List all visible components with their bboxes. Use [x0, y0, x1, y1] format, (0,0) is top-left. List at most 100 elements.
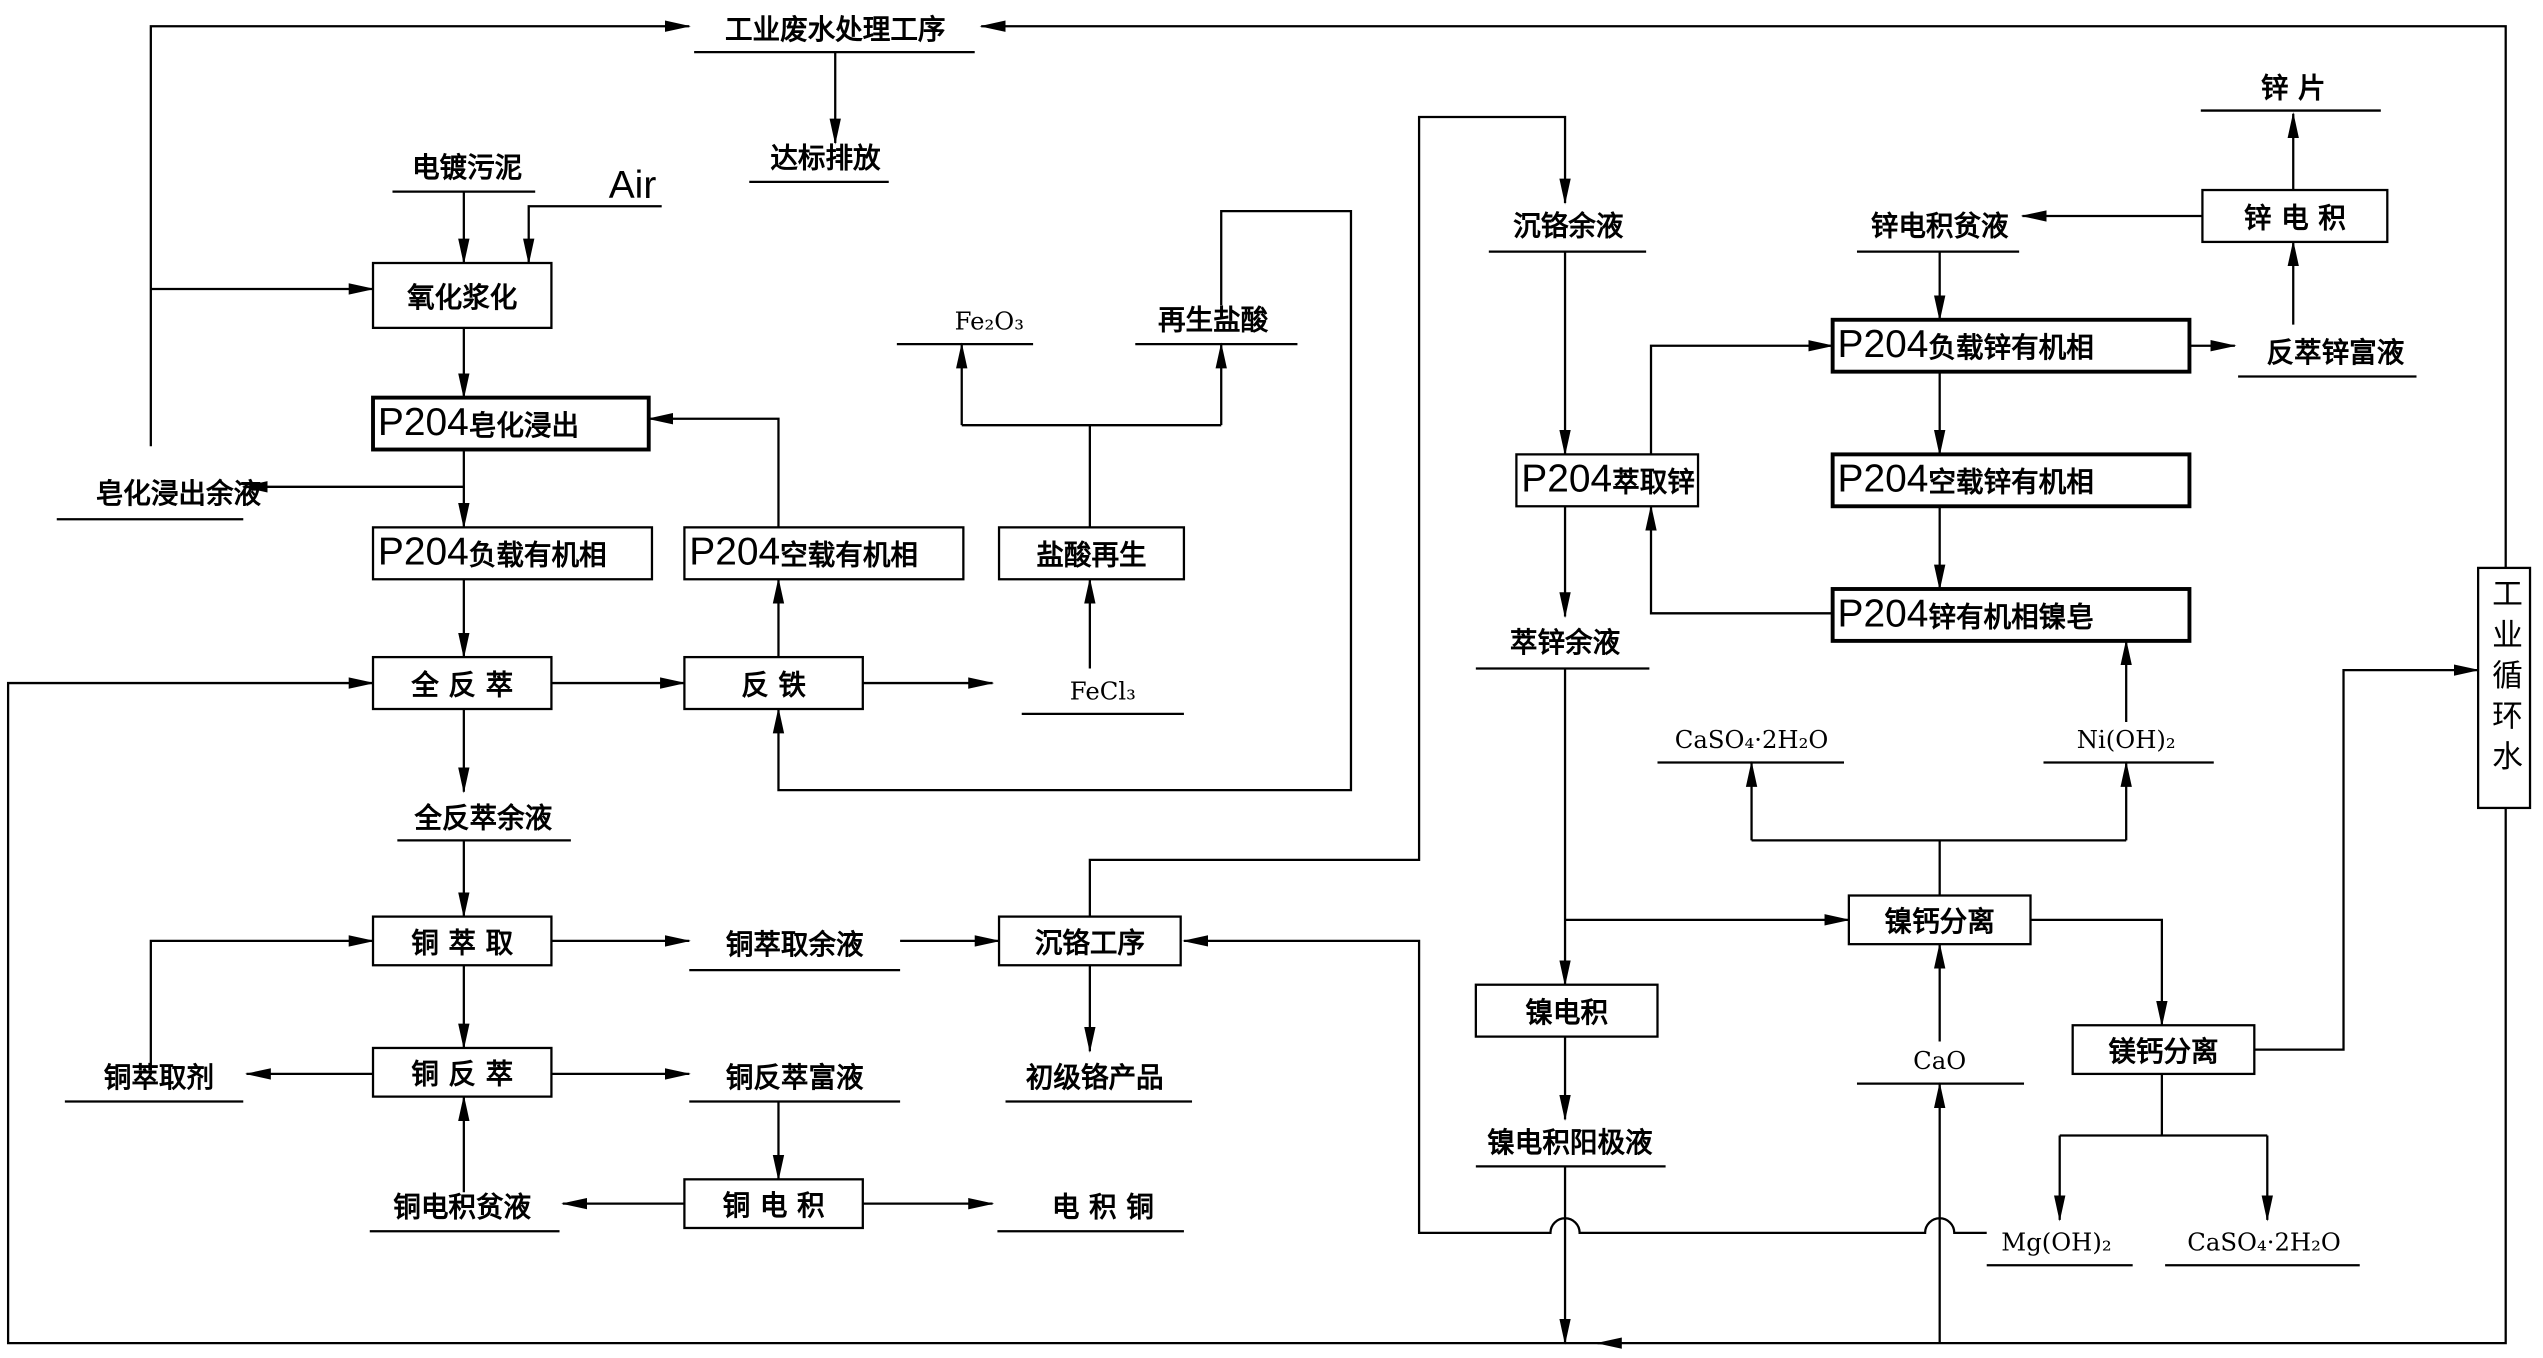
stream-label: 铜反萃富液 — [726, 1061, 864, 1094]
box-label: 镍钙分离 — [1885, 905, 1995, 938]
process-box-cu-ew[interactable]: 铜 电 积 — [683, 1178, 864, 1230]
box-text: 皂化浸出 — [469, 409, 579, 442]
box-label: 铜 电 积 — [723, 1189, 825, 1222]
process-box-cr-precip[interactable]: 沉铬工序 — [997, 915, 1182, 967]
stream-label: 反萃锌富液 — [2266, 336, 2404, 369]
box-label: 镁钙分离 — [2108, 1035, 2218, 1068]
stream-air: Air — [609, 164, 657, 207]
process-box-loaded-organic[interactable]: P204负载有机相 — [371, 526, 654, 581]
box-text: 镍电积 — [1525, 996, 1608, 1029]
stream-sludge: 电镀污泥 — [392, 151, 536, 193]
box-frame — [1830, 317, 2192, 374]
stream-cao: CaO — [1856, 1046, 2025, 1085]
stream-label: CaSO₄·2H₂O — [2187, 1228, 2341, 1257]
stream-label: Fe₂O₃ — [955, 306, 1024, 335]
process-box-ni-ew[interactable]: 镍电积 — [1474, 983, 1659, 1038]
flow-nicasep-to-mgcasep-arrow — [2030, 918, 2168, 1027]
box-text: 反 铁 — [741, 668, 806, 701]
process-box-mg-ca-sep[interactable]: 镁钙分离 — [2071, 1024, 2256, 1076]
box-label: 盐酸再生 — [1036, 539, 1146, 572]
process-box-empty-zn-organic[interactable]: P204空载锌有机相 — [1830, 452, 2192, 509]
box-text: 铜 萃 取 — [411, 926, 513, 959]
stream-label: 镍电积阳极液 — [1487, 1126, 1653, 1159]
box-frame — [683, 655, 864, 711]
flow-recycle-to-fullstrip-arrow — [6, 677, 2507, 1345]
stream-cu-extractant: 铜萃取剂 — [64, 1061, 244, 1103]
flow-residue-to-wastewater-arrow — [149, 20, 691, 447]
stream-label: 皂化浸出余液 — [96, 477, 262, 510]
stream-zn-rich: 反萃锌富液 — [2238, 336, 2417, 378]
box-text: 沉铬工序 — [1035, 926, 1145, 959]
stream-fecl3: FeCl₃ — [1021, 676, 1184, 716]
stream-label: CaO — [1913, 1046, 1966, 1075]
process-box-cu-extract[interactable]: 铜 萃 取 — [371, 915, 553, 967]
box-frame — [371, 261, 553, 330]
box-frame — [371, 526, 654, 581]
stream-label: 达标排放 — [770, 141, 881, 174]
box-frame — [997, 526, 1186, 581]
flow-mgcasep-split-arrow — [2059, 1073, 2268, 1137]
box-frame — [1515, 453, 1700, 508]
stream-mgoh2: Mg(OH)₂ — [1986, 1228, 2133, 1267]
stream-label: FeCl₃ — [1070, 676, 1136, 705]
process-box-empty-organic[interactable]: P204空载有机相 — [683, 526, 965, 581]
box-label: P204锌有机相镍皂 — [1838, 592, 2094, 635]
process-box-hcl-regen[interactable]: 盐酸再生 — [997, 526, 1186, 581]
stream-label: 沉铬余液 — [1513, 209, 1624, 242]
process-box-oxidation-slurry[interactable]: 氧化浆化 — [371, 261, 553, 330]
flow-water-to-wastewater-arrow — [979, 20, 2507, 568]
stream-discharge: 达标排放 — [749, 141, 889, 184]
stream-cr-raffinate: 沉铬余液 — [1488, 209, 1647, 253]
box-text: 氧化浆化 — [406, 281, 517, 314]
box-frame — [683, 526, 965, 581]
process-box-full-strip[interactable]: 全 反 萃 — [371, 655, 553, 711]
stream-label: 电 积 铜 — [1052, 1191, 1154, 1224]
process-box-ni-ca-sep[interactable]: 镍钙分离 — [1847, 894, 2032, 946]
stream-cu-rich: 铜反萃富液 — [689, 1061, 901, 1103]
stream-cu-raffinate: 铜萃取余液 — [689, 928, 901, 972]
box-label: P204负载有机相 — [378, 531, 607, 574]
box-frame — [2071, 1024, 2256, 1076]
box-label: P204皂化浸出 — [378, 401, 579, 444]
process-box-saponification-leach[interactable]: P204皂化浸出 — [371, 395, 651, 452]
box-label: 全 反 萃 — [410, 668, 513, 701]
process-box-zn-organic-ni-soap[interactable]: P204锌有机相镍皂 — [1830, 587, 2192, 643]
process-box-loaded-zn-organic[interactable]: P204负载锌有机相 — [1830, 317, 2192, 374]
box-text: 负载锌有机相 — [1928, 331, 2093, 364]
box-label: 沉铬工序 — [1035, 926, 1145, 959]
box-text: 锌有机相镍皂 — [1928, 600, 2093, 633]
box-label: P204空载锌有机相 — [1838, 458, 2094, 501]
stream-label: Ni(OH)₂ — [2077, 725, 2176, 754]
process-box-cu-strip[interactable]: 铜 反 萃 — [371, 1046, 553, 1098]
reagent-prefix: P204 — [689, 531, 780, 574]
process-box-zn-extract[interactable]: P204萃取锌 — [1515, 453, 1700, 508]
process-box-industrial-water[interactable]: 工业循环水 — [2476, 566, 2532, 810]
box-text: 空载有机相 — [780, 539, 918, 572]
box-frame — [1474, 983, 1659, 1038]
box-frame — [371, 915, 553, 967]
process-box-zn-ew[interactable]: 锌 电 积 — [2201, 188, 2389, 244]
process-box-iron-strip[interactable]: 反 铁 — [683, 655, 864, 711]
flow-mgcasep-to-water-arrow — [2254, 664, 2480, 1051]
box-text: 负载有机相 — [469, 539, 607, 572]
reagent-prefix: P204 — [1838, 458, 1929, 501]
flow-extractant-to-cuextract-arrow — [149, 935, 375, 1071]
box-frame — [371, 1046, 553, 1098]
stream-label: 萃锌余液 — [1510, 626, 1621, 659]
flow-hclregen-split-arrow — [961, 424, 1222, 528]
flow-air-to-oxidation-arrow — [523, 205, 662, 265]
box-text: 萃取锌 — [1612, 466, 1695, 499]
reagent-prefix: P204 — [378, 401, 469, 444]
stream-ni-anolyte: 镍电积阳极液 — [1475, 1126, 1666, 1168]
stream-regen-hcl: 再生盐酸 — [1135, 303, 1298, 346]
stream-label: 再生盐酸 — [1158, 303, 1269, 336]
stream-label: 锌电积贫液 — [1871, 209, 2009, 242]
stream-label: 初级铬产品 — [1026, 1061, 1164, 1094]
box-label: 镍电积 — [1525, 996, 1608, 1029]
reagent-prefix: P204 — [378, 531, 469, 574]
stream-full-strip-raffinate: 全反萃余液 — [397, 801, 571, 842]
stream-label: 电镀污泥 — [412, 151, 522, 184]
stream-label: 铜萃取余液 — [726, 928, 864, 961]
stream-zn-sheet: 锌 片 — [2200, 72, 2381, 112]
